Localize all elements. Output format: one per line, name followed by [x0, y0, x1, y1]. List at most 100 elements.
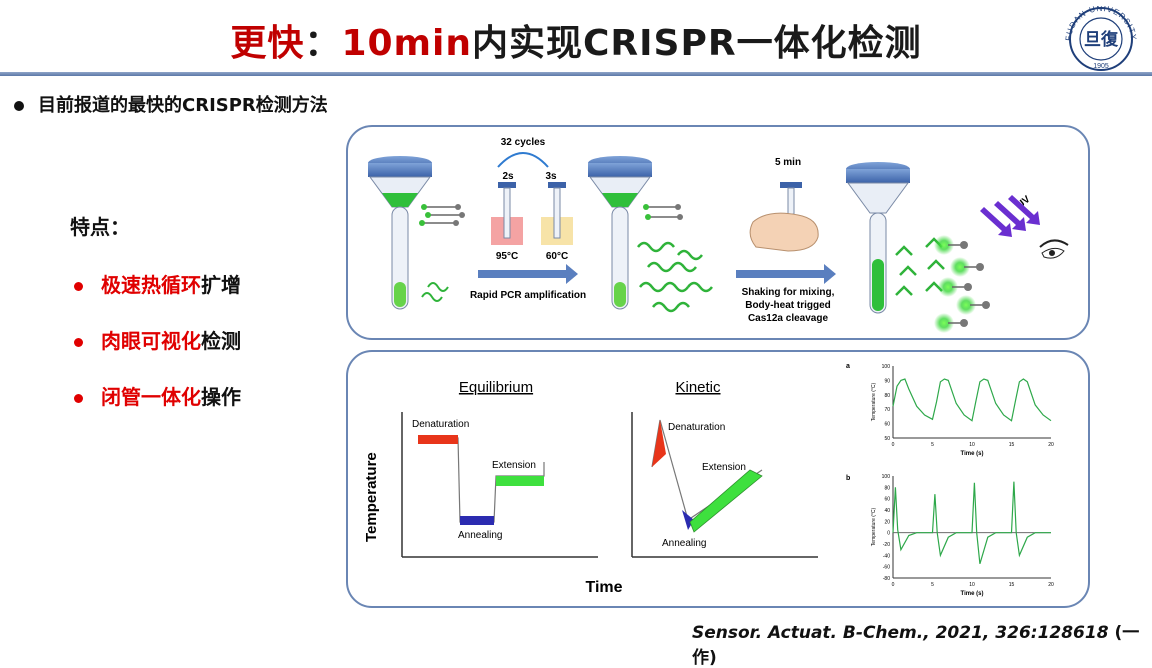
citation: Sensor. Actuat. B-Chem., 2021, 326:12861… — [692, 618, 1152, 668]
thermal-profile-diagram: Equilibrium Kinetic Temperature Time Den… — [363, 363, 1054, 597]
eq-annealing-bar — [460, 516, 494, 525]
feature-bullet — [74, 282, 83, 291]
mini-tube-left — [498, 182, 516, 239]
chart-y-tick: 40 — [884, 508, 890, 514]
temp-right: 60°C — [546, 251, 568, 262]
chart-y-tick: -60 — [883, 565, 890, 571]
chart-y-tick: 50 — [884, 436, 890, 442]
chart-x-tick: 0 — [892, 582, 895, 588]
eq-denaturation-bar — [418, 435, 458, 444]
feature-item: 极速热循环扩增 — [74, 269, 241, 298]
axes-equilibrium — [401, 412, 598, 558]
feature-bullet — [74, 394, 83, 403]
hand-shaking — [749, 182, 819, 252]
eq-extension-label: Extension — [492, 460, 536, 471]
main-bullet-text: 目前报道的最快的CRISPR检测方法 — [38, 95, 328, 116]
ki-extension-label: Extension — [702, 462, 746, 473]
chart-y-tick: 70 — [884, 407, 890, 413]
axes-kinetic — [631, 412, 818, 558]
chart-x-tick: 20 — [1048, 442, 1054, 448]
chart-x-tick: 5 — [931, 582, 934, 588]
equilibrium-title: Equilibrium — [459, 379, 533, 396]
feature-highlight: 闭管一体化 — [101, 385, 201, 409]
chart-x-tick: 10 — [969, 442, 975, 448]
chart-x-label: Time (s) — [961, 591, 984, 597]
main-bullet: 目前报道的最快的CRISPR检测方法 — [14, 91, 328, 117]
citation-ref: Sensor. Actuat. B-Chem., 2021, 326:12861… — [692, 623, 1109, 643]
page-title: 更快：10min内实现CRISPR一体化检测 — [0, 14, 1152, 66]
features-heading: 特点： — [70, 215, 130, 239]
feature-rest: 扩增 — [201, 273, 241, 297]
step2-time: 5 min — [775, 157, 801, 168]
step2-label-2: Body-heat trigged — [745, 300, 831, 311]
dna-squiggle — [421, 282, 449, 302]
quencher-dots — [453, 204, 465, 226]
ki-annealing-label: Annealing — [662, 538, 706, 549]
chart-y-tick: 80 — [884, 393, 890, 399]
feature-item: 肉眼可视化检测 — [74, 325, 241, 354]
chart-x-label: Time (s) — [961, 451, 984, 457]
temp-left: 95°C — [496, 251, 518, 262]
eq-annealing-label: Annealing — [458, 530, 502, 541]
header-divider — [0, 72, 1152, 76]
feature-rest: 检测 — [201, 329, 241, 353]
chart-y-tick: 20 — [884, 519, 890, 525]
y-axis-label: Temperature — [363, 452, 380, 542]
cycles-label: 32 cycles — [501, 137, 546, 148]
thermal-panel: Equilibrium Kinetic Temperature Time Den… — [346, 350, 1090, 608]
title-highlight-time: 10min — [341, 23, 473, 64]
quencher-dots-2 — [675, 204, 683, 220]
cycle-arrow — [497, 152, 549, 168]
kinetic-title: Kinetic — [675, 379, 721, 396]
bullet-dot — [14, 101, 24, 111]
chart-x-tick: 20 — [1048, 582, 1054, 588]
x-axis-label: Time — [585, 579, 622, 596]
chart-series-line — [892, 481, 1051, 564]
chart-y-tick: -40 — [883, 553, 890, 559]
chart-y-label: Temperature (°C) — [871, 382, 877, 421]
chart-panel-label: a — [846, 363, 850, 370]
tube-1 — [368, 156, 432, 310]
feature-rest: 操作 — [201, 385, 241, 409]
logo-glyph: 旦復 — [1084, 29, 1119, 49]
workflow-panel: 32 cycles 2s 3s 95°C 60°C Rapid PCR ampl… — [346, 125, 1090, 340]
eye-icon — [1039, 239, 1069, 259]
step1-label: Rapid PCR amplification — [470, 290, 586, 301]
chart-y-tick: 0 — [887, 531, 890, 537]
uv-light-icon: UV — [980, 194, 1040, 237]
time-right: 3s — [545, 171, 557, 182]
ki-extension-ramp — [689, 469, 763, 533]
chart-series-line — [892, 378, 1052, 422]
feature-highlight: 极速热循环 — [101, 273, 201, 297]
feature-bullet — [74, 338, 83, 347]
chart-x-tick: 5 — [931, 442, 934, 448]
tube-2 — [588, 156, 652, 310]
ki-denaturation-peak — [652, 420, 666, 467]
title-highlight-faster: 更快 — [230, 23, 305, 64]
university-logo: FUDAN UNIVERSITY 旦復 1905 — [1064, 6, 1137, 71]
logo-year: 1905 — [1093, 63, 1109, 70]
workflow-diagram: 32 cycles 2s 3s 95°C 60°C Rapid PCR ampl… — [368, 137, 1069, 333]
step2-label-3: Cas12a cleavage — [748, 313, 829, 324]
probe-dots — [419, 204, 431, 226]
fluorescent-reporters — [934, 235, 990, 333]
chart-y-label: Temperature (°C) — [871, 507, 877, 546]
time-left: 2s — [502, 171, 514, 182]
chart-y-tick: 100 — [882, 364, 891, 370]
feature-highlight: 肉眼可视化 — [101, 329, 201, 353]
primer-group — [422, 206, 462, 224]
title-text: 内实现CRISPR一体化检测 — [472, 23, 922, 64]
chart-x-tick: 0 — [892, 442, 895, 448]
probe-dots-2 — [643, 204, 651, 220]
chart-y-tick: -20 — [883, 542, 890, 548]
chart-y-tick: 100 — [882, 474, 891, 480]
arrow-shake — [736, 264, 836, 284]
ki-denaturation-label: Denaturation — [668, 422, 725, 433]
chart-x-tick: 15 — [1009, 442, 1015, 448]
chart-x-tick: 15 — [1009, 582, 1015, 588]
chart-y-tick: 60 — [884, 422, 890, 428]
eq-extension-bar — [496, 476, 544, 486]
feature-item: 闭管一体化操作 — [74, 381, 241, 410]
arrow-pcr — [478, 264, 578, 284]
